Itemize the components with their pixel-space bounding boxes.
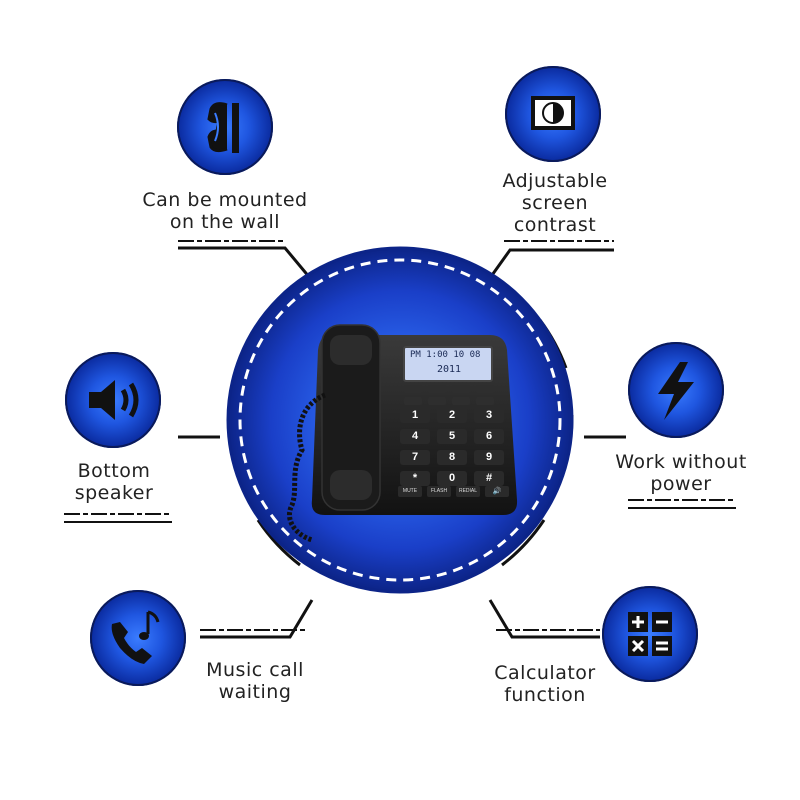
calculator-icon: [628, 612, 672, 656]
keypad: 1 2 3 4 5 6 7 8 9 * 0 #: [400, 408, 504, 486]
key-label: 3: [485, 409, 493, 421]
power-badge: [628, 342, 724, 438]
func-key[interactable]: [452, 397, 470, 405]
calculator-badge: [602, 586, 698, 682]
bottom-function-keys: MUTE FLASH REDIAL 🔊: [398, 486, 510, 498]
power-label: Work without power: [606, 451, 756, 495]
contrast-badge: [505, 66, 601, 162]
flash-key[interactable]: FLASH: [427, 486, 451, 497]
speaker-key[interactable]: 🔊: [485, 486, 509, 497]
func-key[interactable]: [452, 385, 470, 393]
label-line: on the wall: [169, 211, 281, 233]
label-line: Can be mounted: [142, 189, 308, 211]
key-9[interactable]: 9: [474, 450, 504, 465]
phone-music-icon: [111, 610, 160, 664]
top-function-keys: [404, 385, 496, 409]
key-label: 9: [485, 451, 493, 463]
key-6[interactable]: 6: [474, 429, 504, 444]
key-star[interactable]: *: [400, 471, 430, 486]
key-label: 8: [448, 451, 456, 463]
key-label: *: [412, 472, 418, 484]
func-key[interactable]: [476, 397, 494, 405]
key-label: 1: [411, 409, 419, 421]
key-label: 4: [411, 430, 419, 442]
label-line: Music call: [206, 659, 304, 681]
lcd-line-2: 2011: [436, 364, 462, 375]
label-line: power: [650, 473, 712, 495]
contrast-icon: [531, 96, 575, 130]
key-2[interactable]: 2: [437, 408, 467, 423]
func-key[interactable]: [404, 397, 422, 405]
label-line: Calculator: [494, 662, 596, 684]
music-badge: [90, 590, 186, 686]
music-label: Music call waiting: [190, 659, 320, 703]
speaker-icon: [89, 380, 139, 420]
key-label: FLASH: [430, 488, 448, 494]
key-label: 6: [485, 430, 493, 442]
label-line: screen: [521, 192, 589, 214]
func-key[interactable]: [476, 385, 494, 393]
label-line: waiting: [218, 681, 292, 703]
speaker-badge: [65, 352, 161, 448]
key-label: 7: [411, 451, 419, 463]
redial-key[interactable]: REDIAL: [456, 486, 480, 497]
label-line: contrast: [513, 214, 597, 236]
wall-mount-label: Can be mounted on the wall: [120, 189, 330, 233]
func-key[interactable]: [428, 385, 446, 393]
key-3[interactable]: 3: [474, 408, 504, 423]
wall-mount-badge: [177, 79, 273, 175]
key-label: 5: [448, 430, 456, 442]
key-label: MUTE: [402, 488, 418, 494]
desk-phone: [287, 324, 518, 543]
label-line: speaker: [74, 482, 154, 504]
key-label: 0: [448, 472, 456, 484]
func-key[interactable]: [404, 385, 422, 393]
label-line: Work without: [615, 451, 747, 473]
lightning-bolt-icon: [658, 362, 694, 420]
connectors: [178, 246, 626, 639]
label-line: Bottom: [77, 460, 151, 482]
mute-key[interactable]: MUTE: [398, 486, 422, 497]
key-0[interactable]: 0: [437, 471, 467, 486]
contrast-label: Adjustable screen contrast: [480, 170, 630, 236]
key-label: #: [485, 472, 493, 484]
calculator-label: Calculator function: [480, 662, 610, 706]
func-key[interactable]: [428, 397, 446, 405]
key-label: REDIAL: [458, 488, 478, 494]
label-line: Adjustable: [502, 170, 608, 192]
speaker-label: Bottom speaker: [54, 460, 174, 504]
label-line: function: [504, 684, 586, 706]
key-8[interactable]: 8: [437, 450, 467, 465]
lcd-line-1: PM 1:00 10 08: [410, 350, 481, 360]
key-label: 2: [448, 409, 456, 421]
key-7[interactable]: 7: [400, 450, 430, 465]
key-1[interactable]: 1: [400, 408, 430, 423]
key-4[interactable]: 4: [400, 429, 430, 444]
key-5[interactable]: 5: [437, 429, 467, 444]
phone-handset-wall-icon: [207, 102, 239, 153]
key-hash[interactable]: #: [474, 471, 504, 486]
